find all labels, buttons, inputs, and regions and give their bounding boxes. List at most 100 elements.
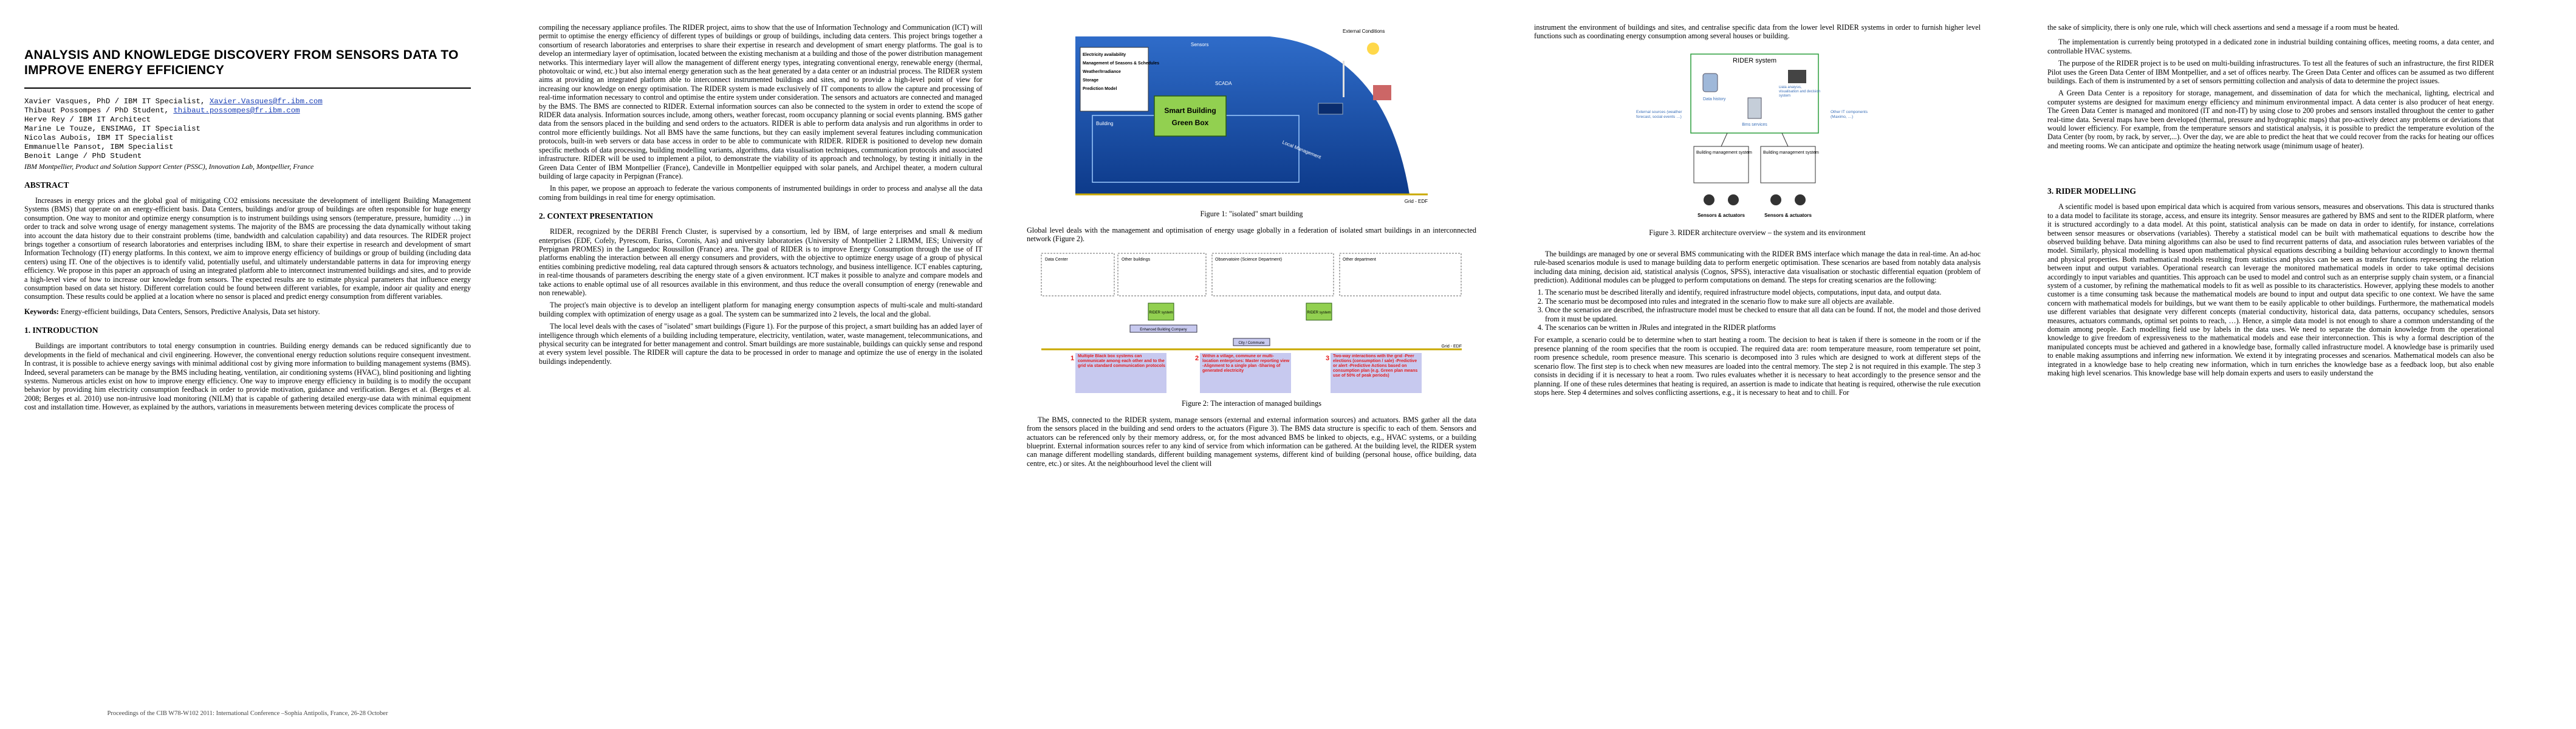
fig2-box-3-label: Other department	[1343, 258, 1376, 262]
fig1-building-label: Building	[1096, 121, 1113, 126]
fig1-item-0: Electricity availability	[1083, 53, 1126, 57]
fig2-box-other	[1117, 253, 1207, 296]
context-heading: 2. CONTEXT PRESENTATION	[539, 211, 653, 221]
fig2-box-data-center	[1041, 253, 1115, 296]
author-list: Xavier Vasques, PhD / IBM IT Specialist,…	[24, 97, 471, 161]
scenario-step-3: Once the scenarios are described, the in…	[1545, 306, 1981, 323]
fig2-rider-box-2	[1306, 303, 1332, 321]
sensor-panel	[1080, 47, 1149, 112]
fig1-smart-label: Smart Building	[1164, 106, 1216, 115]
p3-para-2: The BMS, connected to the RIDER system, …	[1027, 415, 1476, 468]
intro-text: Buildings are important contributors to …	[24, 341, 471, 412]
fig3-other-label: Other IT components (Maximo, …)	[1830, 109, 1868, 119]
fig1-item-2: Weather/Irradiance	[1083, 70, 1121, 74]
page-5: the sake of simplicity, there is only on…	[2047, 0, 2494, 729]
affiliation: IBM Montpellier, Product and Solution Su…	[24, 162, 314, 171]
author-1: Xavier Vasques, PhD / IBM IT Specialist,…	[24, 97, 471, 106]
figure-1-caption: Figure 1: "isolated" smart building	[1200, 210, 1303, 218]
fig1-scada-label: SCADA	[1215, 81, 1232, 86]
fig3-b2-label: Building management system	[1763, 151, 1819, 155]
fig3-s1-label: Sensors & actuators	[1697, 213, 1745, 218]
fig2-num-2: 2	[1195, 355, 1199, 362]
p5-para-3: The purpose of the RIDER project is to b…	[2047, 59, 2494, 86]
fig2-note-3-text: Two-way interactions with the grid -Peer…	[1333, 354, 1418, 378]
fig2-rider-1-label: RIDER system	[1149, 311, 1173, 315]
fig1-greenbox-label: Green Box	[1172, 118, 1209, 127]
p2-para-1: compiling the necessary appliance profil…	[539, 23, 982, 180]
fig1-item-1: Management of Seasons & Schedules	[1083, 61, 1159, 66]
scenario-step-1: The scenario must be described literally…	[1545, 288, 1981, 296]
fig2-box-0-label: Data Center	[1045, 258, 1068, 262]
fig2-num-1: 1	[1070, 355, 1074, 362]
page-2: compiling the necessary appliance profil…	[539, 0, 982, 729]
smart-building-box	[1154, 95, 1227, 137]
fig3-bms-label: Bms services	[1742, 123, 1767, 127]
p2-para-4: The project's main objective is to devel…	[539, 301, 982, 318]
fig2-box-observatoire	[1211, 253, 1334, 296]
figure-3-caption: Figure 3. RIDER architecture overview – …	[1649, 228, 1866, 237]
fig2-note-2-text: Within a village, commune or multi-locat…	[1202, 354, 1290, 373]
fig3-link-2	[1781, 132, 1788, 147]
p5-para-5: A scientific model is based upon empiric…	[2047, 202, 2494, 377]
fig3-gear-icon-4	[1794, 194, 1806, 205]
fig1-sun-icon	[1367, 43, 1379, 55]
fig2-city-box	[1233, 338, 1270, 346]
fig1-external-label: External Conditions	[1343, 29, 1385, 34]
author-7: Benoit Lange / PhD Student	[24, 152, 142, 160]
author-6: Emmanuelle Pansot, IBM Specialist	[24, 143, 174, 151]
page-3: Electricity availability Management of S…	[1027, 0, 1476, 729]
author-4: Marine Le Touze, ENSIMAG, IT Specialist	[24, 125, 200, 133]
fig3-analysis-icon	[1787, 69, 1806, 83]
fig3-gear-icon-1	[1703, 194, 1714, 205]
fig3-history-label: Data history	[1703, 97, 1726, 101]
p2-para-3: RIDER, recognized by the DERBI French Cl…	[539, 227, 982, 297]
p5-para-2: The implementation is currently being pr…	[2047, 38, 2494, 55]
fig3-external-label: External sources (weather forecast, soci…	[1636, 109, 1682, 119]
fig2-note-3-fo: Two-way interactions with the grid -Peer…	[1333, 354, 1418, 378]
scenario-step-2: The scenario must be decomposed into rul…	[1545, 297, 1981, 306]
fig3-bms-box-1	[1693, 146, 1749, 183]
fig3-analysis-fo: Data analysis, visualisation and decisio…	[1778, 85, 1820, 98]
intro-heading: 1. INTRODUCTION	[24, 326, 98, 335]
fig1-grid-label: Grid - EDF	[1405, 199, 1428, 204]
fig2-rider-2-label: RIDER system	[1307, 311, 1331, 315]
fig1-house	[1373, 85, 1391, 100]
fig2-note-1	[1075, 352, 1166, 393]
p5-para-1: the sake of simplicity, there is only on…	[2047, 23, 2399, 32]
fig2-note-1-text: Multiple Black box systems can communica…	[1078, 354, 1165, 368]
p2-para-2: In this paper, we propose an approach to…	[539, 184, 982, 202]
p4-para-3: For example, a scenario could be to dete…	[1534, 335, 1981, 397]
paper-title: ANALYSIS AND KNOWLEDGE DISCOVERY FROM SE…	[24, 48, 459, 77]
fig3-analysis-label: Data analysis, visualisation and decisio…	[1778, 85, 1820, 98]
keywords-label: Keywords:	[24, 307, 59, 316]
fig2-note-2-fo: Within a village, commune or multi-locat…	[1202, 354, 1290, 373]
p4-para-2: The buildings are managed by one or seve…	[1534, 249, 1981, 285]
fig2-grid-label: Grid - EDF	[1442, 344, 1462, 349]
fig3-other-fo: Other IT components (Maximo, …)	[1830, 109, 1868, 119]
author-3: Herve Rey / IBM IT Architect	[24, 115, 151, 124]
fig1-wind-turbine	[1343, 61, 1345, 97]
fig2-num-3: 3	[1326, 355, 1329, 362]
fig3-bms-box-2	[1760, 146, 1815, 183]
fig2-box-department	[1339, 253, 1462, 296]
scenario-step-4: The scenarios can be written in JRules a…	[1545, 323, 1981, 332]
fig3-gear-icon-3	[1770, 194, 1781, 205]
fig2-note-3	[1331, 352, 1422, 393]
title-rule	[24, 87, 471, 89]
scenario-steps: The scenario must be described literally…	[1534, 288, 1981, 332]
keywords: Keywords: Energy-efficient buildings, Da…	[24, 307, 471, 316]
fig2-ebc-label: Enhanced Building Company	[1140, 328, 1187, 332]
fig2-note-1-fo: Multiple Black box systems can communica…	[1078, 354, 1165, 368]
figure-2-caption: Figure 2: The interaction of managed bui…	[1182, 399, 1321, 408]
fig1-item-3: Storage	[1083, 78, 1098, 83]
fig1-sensors-label: Sensors	[1191, 42, 1208, 47]
p4-para-1: instrument the environment of buildings …	[1534, 23, 1981, 41]
author-2-email-link[interactable]: thibaut.possompes@fr.ibm.com	[173, 106, 300, 115]
fig3-s2-label: Sensors & actuators	[1764, 213, 1812, 218]
author-1-email-link[interactable]: Xavier.Vasques@fr.ibm.com	[209, 97, 323, 106]
page-4: instrument the environment of buildings …	[1534, 0, 1981, 729]
p2-para-5: The local level deals with the cases of …	[539, 322, 982, 366]
modelling-heading: 3. RIDER MODELLING	[2047, 187, 2136, 196]
author-5: Nicolas Aubois, IBM IT Specialist	[24, 134, 174, 142]
fig2-box-2-label: Observatoire (Science Department)	[1215, 258, 1282, 262]
